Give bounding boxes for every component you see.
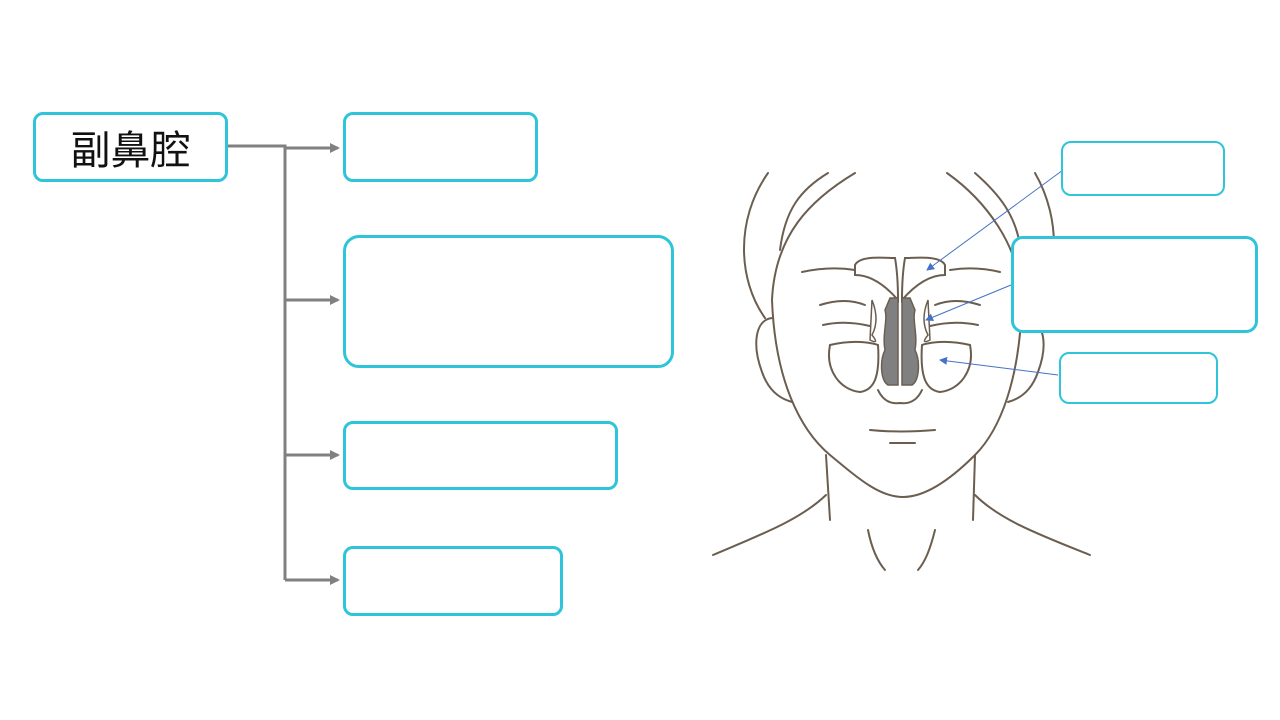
label-box-ethmoid[interactable] <box>1011 236 1258 333</box>
tree-connector <box>227 143 340 585</box>
pointer-maxillary-sinus <box>939 356 1059 376</box>
pointer-ethmoid-sinus <box>925 284 1012 322</box>
title-box: 副鼻腔 <box>33 112 228 182</box>
answer-box-3[interactable] <box>343 421 618 490</box>
pointer-lines <box>925 169 1064 376</box>
answer-box-2[interactable] <box>343 235 674 368</box>
answer-box-4[interactable] <box>343 546 563 616</box>
label-box-frontal[interactable] <box>1061 141 1225 196</box>
pointer-frontal-sinus <box>926 169 1064 271</box>
answer-box-1[interactable] <box>343 112 538 182</box>
title-text: 副鼻腔 <box>70 128 191 174</box>
label-box-maxillary[interactable] <box>1059 352 1218 404</box>
nasal-cavity <box>869 297 931 386</box>
